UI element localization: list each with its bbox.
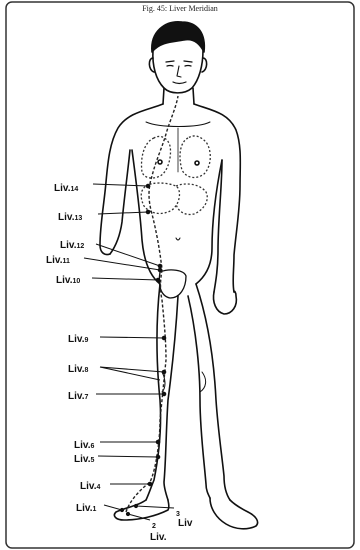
label-liv4-number: 4 (96, 484, 100, 491)
label-liv1-prefix: Liv. (76, 503, 92, 514)
point-liv2 (126, 512, 129, 515)
point-liv13 (146, 210, 150, 214)
label-liv11-number: 11 (62, 258, 69, 265)
label-liv12: Liv.12 (60, 236, 84, 252)
label-liv5-prefix: Liv. (74, 454, 90, 465)
point-liv4 (148, 482, 152, 486)
point-liv14 (146, 184, 150, 188)
label-liv8-number: 8 (84, 367, 88, 374)
label-liv5: Liv.5 (74, 450, 94, 466)
label-liv10-prefix: Liv. (56, 275, 72, 286)
point-liv5 (156, 455, 160, 459)
label-liv4-prefix: Liv. (80, 481, 96, 492)
label-liv5-number: 5 (90, 457, 94, 464)
label-liv14: Liv.14 (54, 179, 78, 195)
label-liv4: Liv.4 (80, 477, 100, 493)
label-liv7-prefix: Liv. (68, 391, 84, 402)
label-liv2: Liv. (150, 528, 166, 544)
point-liv10 (156, 278, 160, 282)
label-liv2-prefix: Liv. (150, 532, 166, 543)
label-liv3: Liv (178, 514, 192, 530)
label-liv14-number: 14 (70, 186, 78, 193)
label-liv13: Liv.13 (58, 208, 82, 224)
point-liv8 (162, 370, 166, 374)
label-liv8: Liv.8 (68, 360, 88, 376)
label-liv9-prefix: Liv. (68, 334, 84, 345)
label-liv6-number: 6 (90, 443, 94, 450)
label-liv13-prefix: Liv. (58, 212, 74, 223)
point-liv12 (158, 264, 162, 268)
label-liv1: Liv.1 (76, 499, 96, 515)
figure-title: Fig. 45: Liver Meridian (0, 4, 360, 13)
label-liv7: Liv.7 (68, 387, 88, 403)
label-liv9: Liv.9 (68, 330, 88, 346)
label-liv9-number: 9 (84, 337, 88, 344)
label-liv14-prefix: Liv. (54, 183, 70, 194)
point-liv7 (162, 392, 166, 396)
label-liv3-prefix: Liv (178, 518, 192, 529)
point-liv6 (156, 440, 160, 444)
point-liv9 (162, 336, 166, 340)
point-liv11 (158, 268, 162, 272)
label-liv12-number: 12 (76, 243, 84, 250)
point-liv1 (120, 508, 123, 511)
label-liv10-number: 10 (72, 278, 80, 285)
label-liv7-number: 7 (84, 394, 88, 401)
point-liv3 (134, 504, 137, 507)
label-liv12-prefix: Liv. (60, 240, 76, 251)
label-liv11-prefix: Liv. (46, 255, 62, 266)
label-liv13-number: 13 (74, 215, 82, 222)
label-liv1-number: 1 (92, 506, 96, 513)
label-liv8-prefix: Liv. (68, 364, 84, 375)
label-liv10: Liv.10 (56, 271, 80, 287)
label-liv11: Liv.11 (46, 251, 70, 267)
